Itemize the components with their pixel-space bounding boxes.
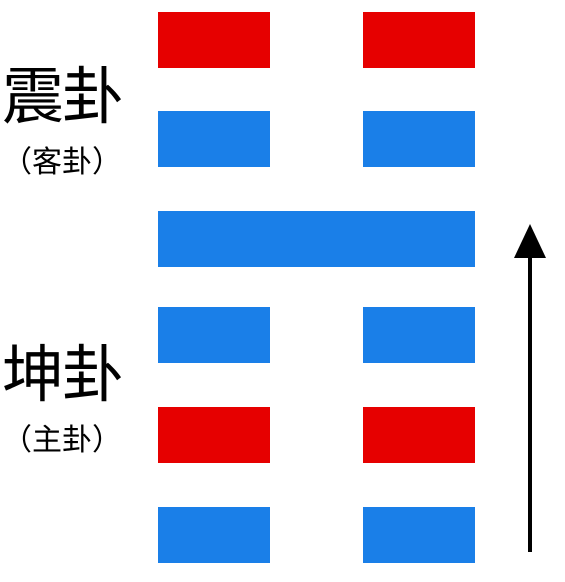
lower-trigram-name: 坤卦 bbox=[2, 338, 124, 411]
upper-trigram-name: 震卦 bbox=[2, 60, 124, 133]
hexagram-line-3-solid bbox=[158, 211, 475, 267]
arrow-head bbox=[514, 224, 546, 258]
lower-trigram-role: （主卦） bbox=[2, 423, 122, 458]
hexagram-line-1-right-segment bbox=[363, 12, 475, 68]
hexagram-line-6-left-segment bbox=[158, 507, 270, 563]
hexagram-line-4-right-segment bbox=[363, 307, 475, 363]
hexagram-line-2-left-segment bbox=[158, 111, 270, 167]
hexagram-line-5-right-segment bbox=[363, 407, 475, 463]
hexagram-line-6-right-segment bbox=[363, 507, 475, 563]
upward-arrow-icon bbox=[514, 224, 546, 552]
hexagram-line-5-left-segment bbox=[158, 407, 270, 463]
hexagram-line-2-right-segment bbox=[363, 111, 475, 167]
upper-trigram-role: （客卦） bbox=[2, 145, 122, 180]
hexagram-line-1-left-segment bbox=[158, 12, 270, 68]
hexagram-line-4-left-segment bbox=[158, 307, 270, 363]
